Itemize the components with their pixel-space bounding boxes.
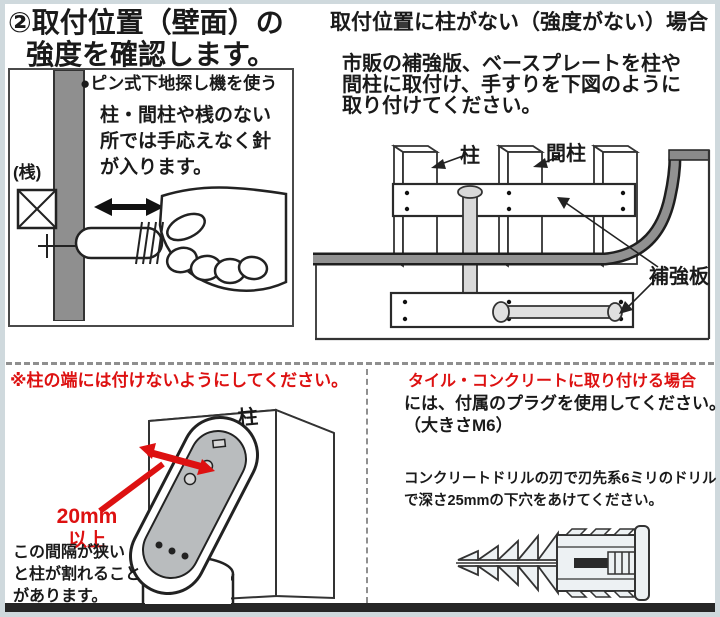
page-title-line1: ②取付位置（壁面）の [8, 7, 284, 38]
dimension-callout: 20mm 以上 [56, 505, 118, 551]
dimension-arrow [98, 443, 215, 514]
spacing-note: この間隔が狭い と柱が割れること があります。 [13, 544, 142, 605]
page-frame-right [715, 0, 720, 617]
stud-finder-diagram [16, 70, 288, 321]
bracket-mounting-diagram [98, 408, 335, 604]
page-frame-bottom [0, 611, 720, 617]
anchor-plug-diagram [456, 525, 650, 601]
crosspiece-label: (桟) [13, 163, 42, 182]
drill-instructions: コンクリートドリルの刃で刃先系6ミリのドリル で深さ25mmの下穴をあけてくださ… [404, 471, 717, 509]
pin-tool-graphic [74, 226, 164, 260]
page-frame-top [0, 0, 720, 4]
label-reinforcement-plate: 補強板 [649, 266, 709, 288]
label-stud: 間柱 [546, 143, 586, 165]
no-pillar-body: 市販の補強版、ベースプレートを柱や 間柱に取付け、手すりを下図のように 取り付け… [342, 53, 681, 117]
anchor-flange [634, 525, 650, 601]
page-frame-left [0, 0, 5, 617]
anchor-fins [456, 530, 559, 596]
label-pillar-3d: 柱 [237, 406, 259, 430]
plug-size-note: （大きさM6） [404, 416, 513, 435]
wall-pillar-graphic [53, 70, 85, 321]
crosspiece-symbol [16, 188, 58, 230]
section-divider-vertical [366, 369, 368, 603]
edge-warning-heading: ※柱の端には付けないようにしてください。 [10, 371, 349, 390]
stud-finder-note: 柱・間柱や桟のない 所では手応えなく針 が入ります。 [100, 105, 272, 178]
handrail-reinforcement-diagram [313, 144, 711, 341]
stud-finder-box: ●ピン式下地探し機を使う 柱・間柱や桟のない 所では手応えなく針 が入ります。 … [8, 68, 294, 327]
page-title-line2: 強度を確認します。 [26, 39, 276, 70]
movement-arrow-icon [94, 198, 164, 216]
plug-instruction: には、付属のプラグを使用してください。 [404, 394, 720, 413]
tile-concrete-heading: タイル・コンクリートに取り付ける場合 [408, 373, 697, 390]
label-pillar: 柱 [460, 145, 480, 167]
lower-reinforcement-plate [389, 291, 635, 329]
hand-graphic [74, 186, 288, 292]
section-divider-horizontal [6, 362, 714, 365]
stud-finder-instruction: ●ピン式下地探し機を使う [80, 74, 278, 93]
anchor-body [556, 525, 650, 601]
footer-bar [5, 603, 715, 612]
bracket-graphic [129, 416, 259, 595]
no-pillar-heading: 取付位置に柱がない（強度がない）場合 [330, 11, 708, 34]
upper-reinforcement-plate [391, 182, 637, 218]
label-arrows [431, 154, 659, 314]
